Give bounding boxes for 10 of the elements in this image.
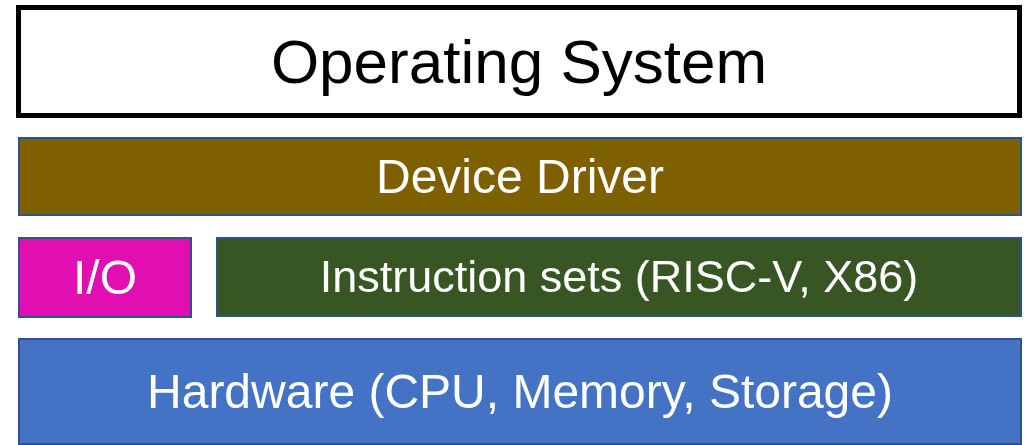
layer-box [16, 5, 1022, 118]
layer-label: Device Driver [375, 149, 664, 204]
layer-box [18, 338, 1022, 445]
layer-box [18, 137, 1022, 216]
layer-box [18, 237, 192, 318]
layer-box [216, 237, 1022, 317]
layer-label: I/O [73, 250, 137, 305]
layer-label: Instruction sets (RISC-V, X86) [319, 251, 919, 303]
layer-label: Hardware (CPU, Memory, Storage) [147, 364, 893, 419]
layer-label: Operating System [270, 26, 768, 97]
